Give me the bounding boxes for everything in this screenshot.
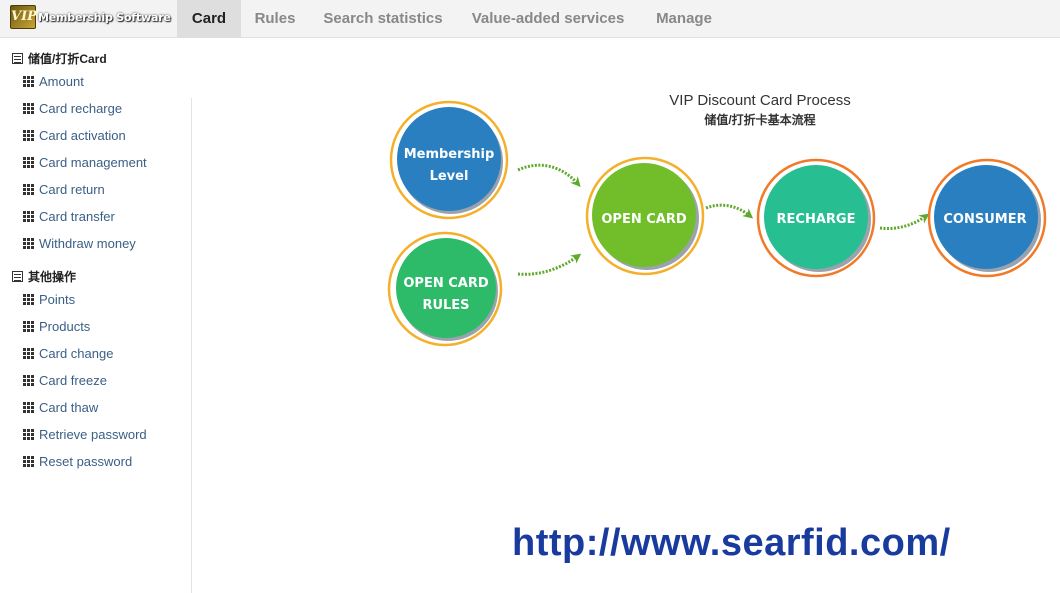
- sidebar-item-card-recharge[interactable]: Card recharge: [23, 99, 122, 117]
- step-label: OPEN CARD: [601, 212, 686, 227]
- sidebar-group-stored-value-card[interactable]: 储值/打折Card: [12, 49, 107, 67]
- grid-icon: [23, 183, 34, 195]
- tab-rules[interactable]: Rules: [254, 10, 296, 27]
- website-url-watermark: http://www.searfid.com/: [512, 522, 951, 564]
- sidebar-item-label: Reset password: [39, 453, 133, 469]
- sidebar-item-label: Card change: [39, 345, 114, 361]
- process-title: VIP Discount Card Process: [669, 92, 851, 109]
- svg-text:OPEN CARD: OPEN CARD: [601, 212, 686, 227]
- vip-logo-icon: VIP: [10, 5, 37, 29]
- grid-icon: [23, 237, 34, 249]
- tab-manage[interactable]: Manage: [656, 10, 712, 27]
- sidebar-item-label: Amount: [39, 73, 84, 89]
- grid-icon: [23, 210, 34, 222]
- sidebar-item-label: Points: [39, 291, 76, 307]
- sidebar-item-card-return[interactable]: Card return: [23, 180, 105, 198]
- list-icon: [12, 270, 23, 282]
- step-label: RULES: [422, 298, 469, 313]
- sidebar-item-retrieve-password[interactable]: Retrieve password: [23, 425, 147, 443]
- sidebar-item-label: Card thaw: [39, 399, 99, 415]
- sidebar-item-label: Card transfer: [39, 208, 115, 224]
- sidebar-group-title: 储值/打折Card: [28, 51, 107, 66]
- sidebar-item-label: Products: [39, 318, 91, 334]
- sidebar-item-points[interactable]: Points: [23, 290, 75, 308]
- step-open-card-rules[interactable]: OPEN CARD RULES: [387, 231, 503, 347]
- svg-text:Level: Level: [430, 169, 469, 184]
- sidebar-divider: [191, 98, 192, 593]
- sidebar-item-label: Card management: [39, 154, 147, 170]
- tab-value-added-services[interactable]: Value-added services: [471, 10, 625, 27]
- logo-text: Membership Software: [38, 10, 171, 24]
- sidebar-item-label: Card activation: [39, 127, 126, 143]
- step-label: OPEN CARD: [403, 276, 488, 291]
- grid-icon: [23, 455, 34, 467]
- top-navigation-bar: VIP Membership Software Card Rules Searc…: [0, 0, 1060, 38]
- sidebar-item-card-freeze[interactable]: Card freeze: [23, 371, 107, 389]
- grid-icon: [23, 428, 34, 440]
- sidebar-item-card-transfer[interactable]: Card transfer: [23, 207, 115, 225]
- list-icon: [12, 52, 23, 64]
- step-recharge[interactable]: RECHARGE: [756, 158, 876, 278]
- tab-search-statistics[interactable]: Search statistics: [323, 10, 443, 27]
- sidebar-item-withdraw-money[interactable]: Withdraw money: [23, 234, 136, 252]
- grid-icon: [23, 156, 34, 168]
- sidebar-item-label: Retrieve password: [39, 426, 147, 442]
- step-label: Level: [430, 169, 469, 184]
- sidebar-item-card-activation[interactable]: Card activation: [23, 126, 126, 144]
- svg-text:RULES: RULES: [422, 298, 469, 313]
- grid-icon: [23, 374, 34, 386]
- grid-icon: [23, 401, 34, 413]
- step-label: Membership: [404, 147, 495, 162]
- step-consumer[interactable]: CONSUMER: [927, 158, 1047, 278]
- grid-icon: [23, 320, 34, 332]
- step-membership-level[interactable]: Membership Level: [389, 100, 509, 220]
- grid-icon: [23, 129, 34, 141]
- svg-text:OPEN CARD: OPEN CARD: [403, 276, 488, 291]
- arrow-membership-to-open-card: [517, 163, 581, 187]
- sidebar-group-title: 其他操作: [28, 269, 77, 284]
- arrow-rules-to-open-card: [517, 253, 582, 276]
- tab-card[interactable]: Card: [177, 0, 241, 38]
- step-label: RECHARGE: [777, 212, 856, 227]
- sidebar-item-label: Card recharge: [39, 100, 123, 116]
- svg-text:CONSUMER: CONSUMER: [943, 212, 1026, 227]
- app-logo[interactable]: VIP Membership Software: [10, 5, 171, 29]
- sidebar-item-label: Withdraw money: [39, 235, 136, 251]
- svg-text:RECHARGE: RECHARGE: [777, 212, 856, 227]
- grid-icon: [23, 102, 34, 114]
- sidebar-item-card-change[interactable]: Card change: [23, 344, 113, 362]
- arrow-open-card-to-recharge: [705, 203, 754, 219]
- process-subtitle: 储值/打折卡基本流程: [704, 113, 816, 127]
- sidebar-item-card-thaw[interactable]: Card thaw: [23, 398, 98, 416]
- grid-icon: [23, 347, 34, 359]
- sidebar-item-label: Card return: [39, 181, 105, 197]
- sidebar-item-card-management[interactable]: Card management: [23, 153, 147, 171]
- step-open-card[interactable]: OPEN CARD: [585, 156, 705, 276]
- sidebar-item-products[interactable]: Products: [23, 317, 90, 335]
- sidebar-item-label: Card freeze: [39, 372, 107, 388]
- sidebar-item-reset-password[interactable]: Reset password: [23, 452, 132, 470]
- grid-icon: [23, 75, 34, 87]
- svg-text:Membership: Membership: [404, 147, 495, 162]
- sidebar-item-amount[interactable]: Amount: [23, 72, 84, 90]
- arrow-recharge-to-consumer: [879, 213, 930, 230]
- sidebar-group-other-operations[interactable]: 其他操作: [12, 267, 76, 285]
- step-label: CONSUMER: [943, 212, 1026, 227]
- grid-icon: [23, 293, 34, 305]
